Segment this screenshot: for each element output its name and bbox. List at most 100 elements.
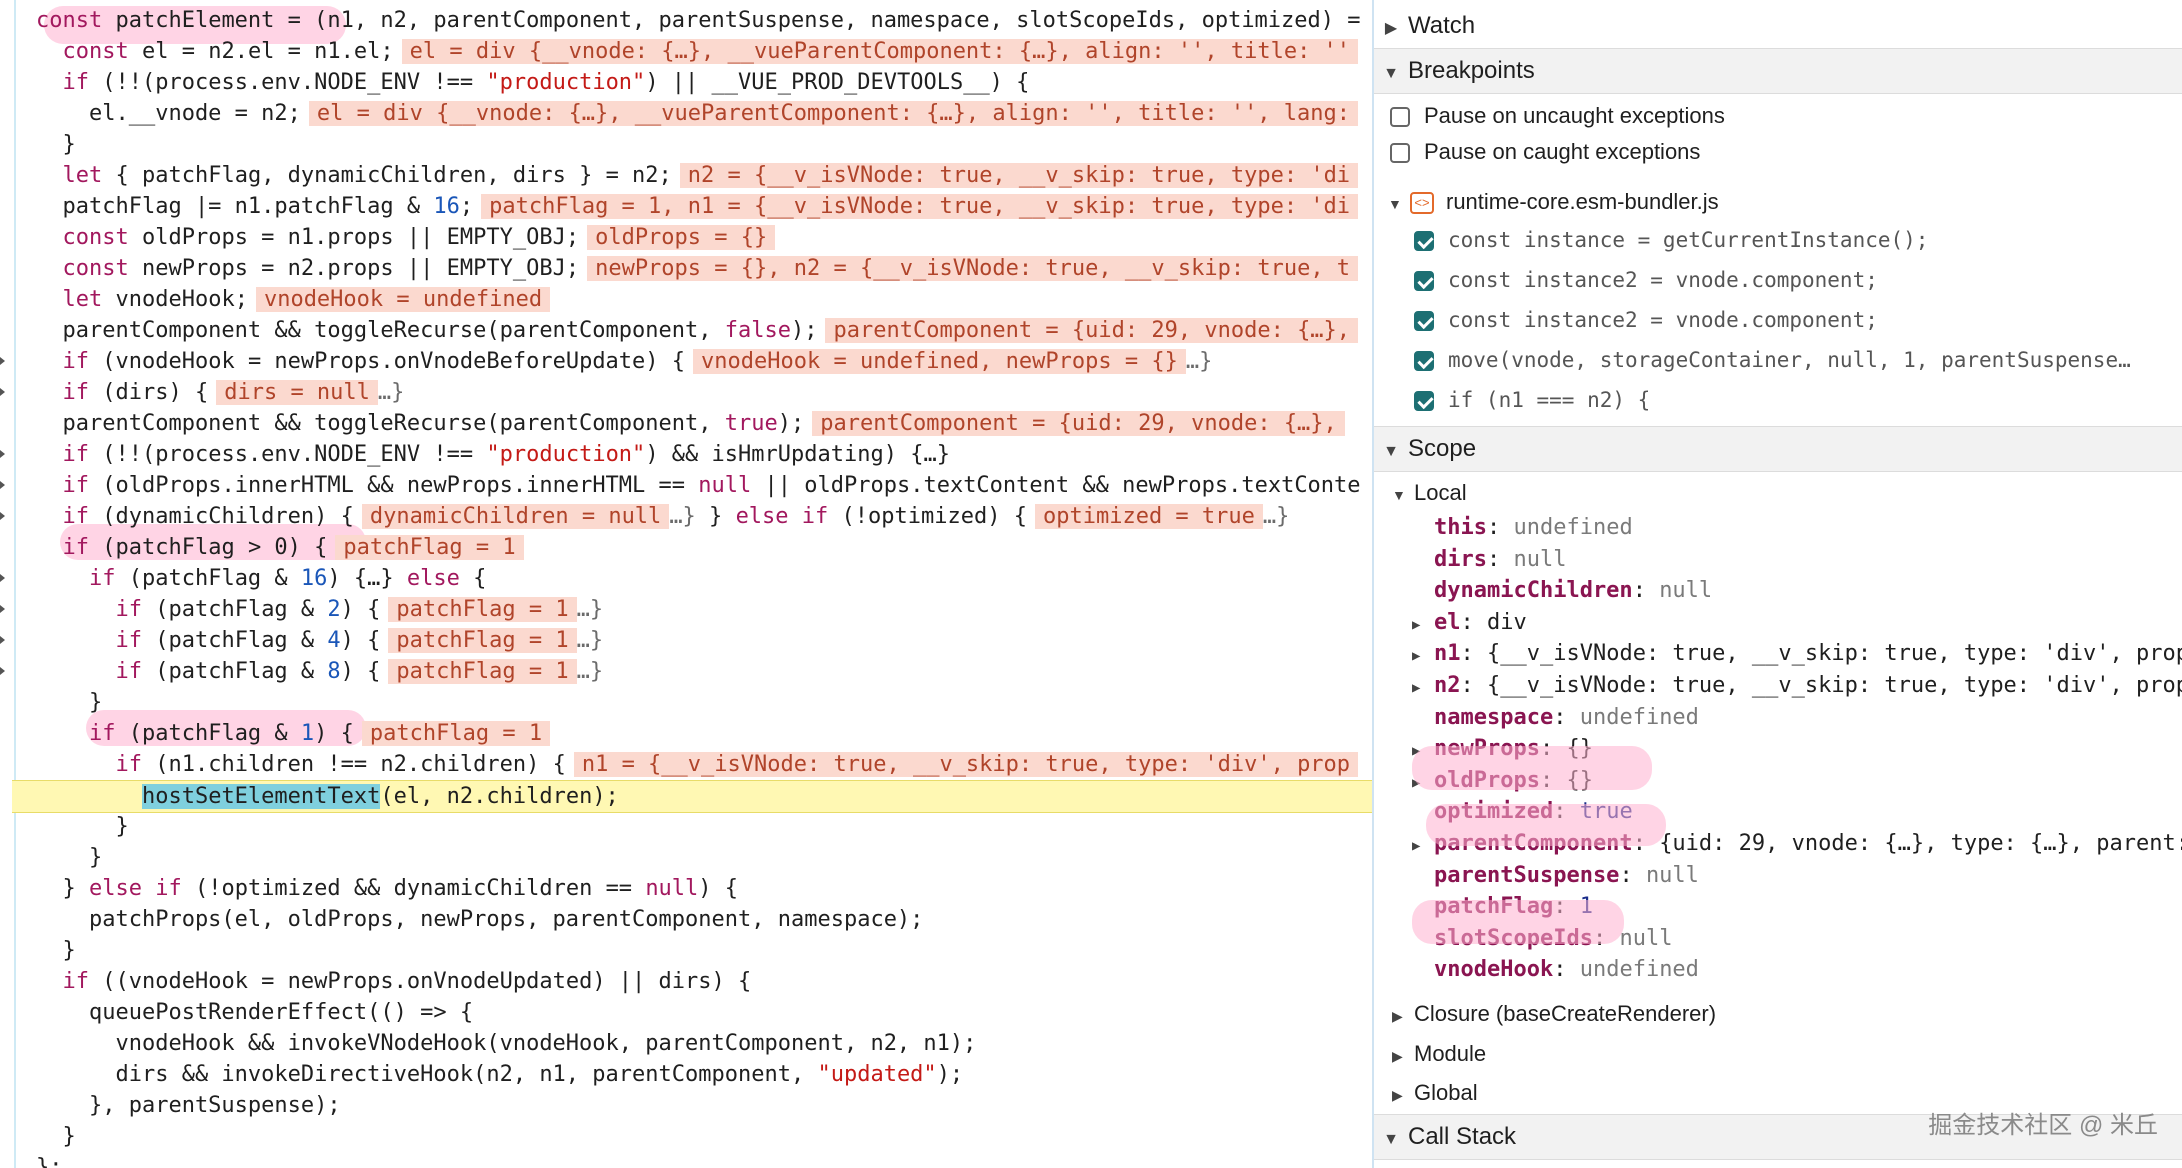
code-line[interactable]: el.__vnode = n2;el = div {__vnode: {…}, … xyxy=(0,98,1359,129)
code-line[interactable]: parentComponent && toggleRecurse(parentC… xyxy=(0,315,1359,346)
scope-section-header[interactable]: ▼Scope xyxy=(1374,426,2182,472)
fold-arrow-icon[interactable] xyxy=(0,481,5,489)
code-line[interactable]: } xyxy=(36,1124,76,1149)
code-line[interactable]: if (patchFlag > 0) {patchFlag = 1 xyxy=(0,532,524,563)
pause-uncaught-option[interactable]: Pause on uncaught exceptions xyxy=(1390,98,1725,134)
code-line[interactable]: } xyxy=(36,690,103,715)
code-line[interactable]: if (patchFlag & 1) {patchFlag = 1 xyxy=(0,718,551,749)
code-line[interactable]: } xyxy=(36,132,76,157)
collapse-arrow-icon: ▼ xyxy=(1392,487,1406,503)
scope-variable[interactable]: dynamicChildren: null xyxy=(1412,573,1712,609)
code-line[interactable]: if ((vnodeHook = newProps.onVnodeUpdated… xyxy=(62,969,752,994)
scope-variable-key: namespace xyxy=(1434,704,1554,730)
code-line[interactable]: if (oldProps.innerHTML && newProps.inner… xyxy=(62,473,1361,498)
breakpoints-section-header[interactable]: ▼Breakpoints xyxy=(1374,48,2182,94)
code-line[interactable]: if (n1.children !== n2.children) {n1 = {… xyxy=(0,749,1359,780)
code-line[interactable]: if (!!(process.env.NODE_ENV !== "product… xyxy=(62,442,950,467)
code-line[interactable]: if (patchFlag & 2) {patchFlag = 1…} xyxy=(115,597,604,622)
global-scope-row[interactable]: ▶Global xyxy=(1392,1075,1478,1111)
code-line[interactable]: const patchElement = (n1, n2, parentComp… xyxy=(36,8,1361,33)
fold-arrow-icon[interactable] xyxy=(0,450,5,458)
code-line[interactable]: if (patchFlag & 4) {patchFlag = 1…} xyxy=(115,628,604,653)
expand-arrow-icon[interactable]: ▶ xyxy=(1412,648,1421,665)
annotation-highlight xyxy=(60,524,366,560)
code-editor: const patchElement = (n1, n2, parentComp… xyxy=(0,0,1372,1168)
breakpoint-checkbox[interactable] xyxy=(1414,311,1434,331)
scope-variable[interactable]: ▶n1: {__v_isVNode: true, __v_skip: true,… xyxy=(1412,636,2182,672)
scope-variable-value: {__v_isVNode: true, __v_skip: true, type… xyxy=(1487,641,2182,667)
scope-variable[interactable]: vnodeHook: undefined xyxy=(1412,952,1699,988)
breakpoint-item[interactable]: const instance = getCurrentInstance(); xyxy=(1414,222,1928,258)
closure-label: Closure (baseCreateRenderer) xyxy=(1414,1001,1717,1026)
watch-section-header[interactable]: ▶Watch xyxy=(1374,4,2182,48)
code-line[interactable]: queuePostRenderEffect(() => { xyxy=(36,1000,474,1025)
expand-arrow-icon[interactable]: ▶ xyxy=(1412,838,1421,854)
scope-variable[interactable]: this: undefined xyxy=(1412,510,1633,546)
code-line[interactable]: }, parentSuspense); xyxy=(36,1093,341,1118)
separator: : xyxy=(1460,641,1487,667)
code-line[interactable]: } else if (!optimized && dynamicChildren… xyxy=(36,876,739,901)
fold-arrow-icon[interactable] xyxy=(0,636,5,644)
code-line[interactable]: } xyxy=(36,938,76,963)
code-line[interactable]: }; xyxy=(36,1155,63,1168)
fold-arrow-icon[interactable] xyxy=(0,512,5,520)
scope-variable-key: n2 xyxy=(1434,673,1461,698)
code-line[interactable]: if (vnodeHook = newProps.onVnodeBeforeUp… xyxy=(62,349,1213,374)
closure-scope-row[interactable]: ▶Closure (baseCreateRenderer) xyxy=(1392,996,1716,1032)
scope-variable[interactable]: ▶el: div xyxy=(1412,605,1527,641)
expand-arrow-icon[interactable]: ▶ xyxy=(1412,680,1421,696)
code-line[interactable]: parentComponent && toggleRecurse(parentC… xyxy=(0,408,1345,439)
code-line[interactable]: patchFlag |= n1.patchFlag & 16;patchFlag… xyxy=(0,191,1359,222)
breakpoint-item[interactable]: const instance2 = vnode.component; xyxy=(1414,262,1878,298)
code-line[interactable]: if (patchFlag & 8) {patchFlag = 1…} xyxy=(115,659,604,684)
pause-caught-checkbox[interactable] xyxy=(1390,143,1410,164)
breakpoint-checkbox[interactable] xyxy=(1414,351,1434,371)
code-line[interactable]: if (patchFlag & 16) {…} else { xyxy=(88,566,487,591)
code-line[interactable]: } xyxy=(36,845,103,870)
code-line[interactable]: patchProps(el, oldProps, newProps, paren… xyxy=(36,907,924,932)
code-line[interactable]: const oldProps = n1.props || EMPTY_OBJ;o… xyxy=(0,222,776,253)
fold-arrow-icon[interactable] xyxy=(0,667,5,675)
fold-arrow-icon[interactable] xyxy=(0,357,5,365)
code-line[interactable]: const newProps = n2.props || EMPTY_OBJ;n… xyxy=(0,253,1359,284)
fold-arrow-icon[interactable] xyxy=(0,574,5,582)
expand-arrow-icon[interactable]: ▶ xyxy=(1412,616,1421,633)
separator: : xyxy=(1486,515,1514,540)
code-line[interactable]: if (!!(process.env.NODE_ENV !== "product… xyxy=(62,70,1030,95)
scope-variable[interactable]: namespace: undefined xyxy=(1412,700,1699,736)
collapse-arrow-icon: ▼ xyxy=(1383,443,1399,460)
breakpoint-checkbox[interactable] xyxy=(1414,391,1434,411)
scope-variable-key: dynamicChildren xyxy=(1434,578,1633,604)
breakpoint-checkbox[interactable] xyxy=(1414,271,1434,291)
code-line[interactable]: const el = n2.el = n1.el;el = div {__vno… xyxy=(0,36,1359,67)
scope-variable[interactable]: dirs: null xyxy=(1412,542,1566,578)
breakpoint-item[interactable]: const instance2 = vnode.component; xyxy=(1414,302,1878,338)
fold-arrow-icon[interactable] xyxy=(0,605,5,613)
code-line[interactable]: let { patchFlag, dynamicChildren, dirs }… xyxy=(0,160,1359,191)
breakpoint-checkbox[interactable] xyxy=(1414,231,1434,251)
scope-variable[interactable]: ▶n2: {__v_isVNode: true, __v_skip: true,… xyxy=(1412,668,2182,704)
scope-variable-value: undefined xyxy=(1513,515,1633,540)
code-line[interactable]: let vnodeHook;vnodeHook = undefined xyxy=(0,284,551,315)
pause-uncaught-label: Pause on uncaught exceptions xyxy=(1424,103,1725,128)
code-line[interactable]: hostSetElementText(el, n2.children); xyxy=(12,780,1372,813)
code-line[interactable]: vnodeHook && invokeVNodeHook(vnodeHook, … xyxy=(36,1031,977,1056)
code-line[interactable]: dirs && invokeDirectiveHook(n2, n1, pare… xyxy=(36,1062,964,1087)
module-label: Module xyxy=(1414,1041,1487,1066)
fold-arrow-icon[interactable] xyxy=(0,388,5,396)
callstack-section-header[interactable]: ▼Call Stack xyxy=(1374,1114,2182,1160)
expand-arrow-icon[interactable]: ▶ xyxy=(1412,743,1421,760)
scope-variable-key: el xyxy=(1434,609,1461,635)
breakpoint-item[interactable]: if (n1 === n2) { xyxy=(1414,382,1650,418)
breakpoint-file-row[interactable]: ▼<>runtime-core.esm-bundler.js xyxy=(1388,184,1719,220)
code-line[interactable]: if (dirs) {dirs = null…} xyxy=(62,380,405,405)
scope-variable[interactable]: parentSuspense: null xyxy=(1412,858,1699,894)
code-line[interactable]: } xyxy=(36,814,129,839)
breakpoint-item[interactable]: move(vnode, storageContainer, null, 1, p… xyxy=(1414,342,2131,378)
pause-uncaught-checkbox[interactable] xyxy=(1390,107,1410,128)
local-scope-header[interactable]: ▼Local xyxy=(1392,475,1467,511)
pause-caught-option[interactable]: Pause on caught exceptions xyxy=(1390,134,1700,170)
code-line[interactable]: if (dynamicChildren) {dynamicChildren = … xyxy=(62,504,1290,529)
module-scope-row[interactable]: ▶Module xyxy=(1392,1036,1486,1072)
scope-variable-value: null xyxy=(1659,578,1713,604)
